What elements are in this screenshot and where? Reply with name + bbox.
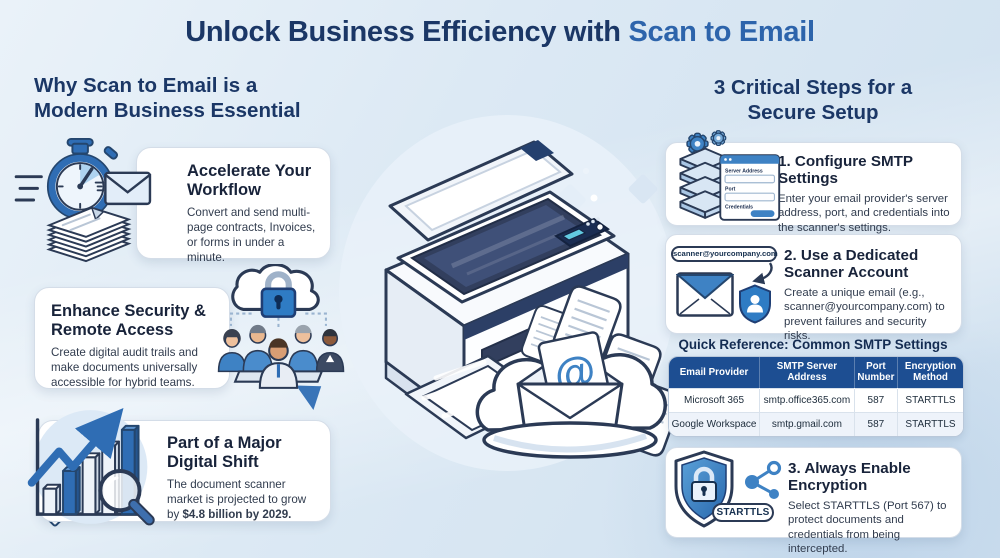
server-gear-icon: Server Address Port Credentials [679, 130, 781, 221]
card-title: Enhance Security & Remote Access [51, 302, 206, 339]
scanner-lid [388, 140, 574, 242]
step-title: 3. Always Enable Encryption [788, 460, 911, 495]
table-cell: Microsoft 365 [669, 387, 761, 413]
table-cell: STARTTLS [897, 411, 963, 436]
table-cell: STARTTLS [897, 387, 963, 413]
step-body: Select STARTTLS (Port 567) to protect do… [788, 499, 947, 556]
table-header-cell: Port Number [854, 357, 899, 389]
port-label: Port [725, 186, 736, 192]
card-body: The document scanner market is projected… [167, 477, 318, 522]
smtp-form-illustration: Server Address Port Credentials [719, 154, 781, 221]
step-body: Create a unique email (e.g., scanner@you… [784, 286, 945, 343]
user-shield-icon [739, 284, 771, 324]
step-card-account: 2. Use a Dedicated Scanner Account Creat… [665, 234, 962, 342]
right-column-heading: 3 Critical Steps for a Secure Setup [713, 76, 913, 125]
form-submit-button [750, 210, 775, 217]
page-title-prefix: Unlock Business Efficiency with [185, 16, 621, 48]
printer-control-panel [553, 217, 611, 248]
share-nodes-icon [745, 460, 782, 499]
page-title: Unlock Business Efficiency with Scan to … [0, 16, 1000, 49]
benefit-card-security: Enhance Security & Remote Access Create … [34, 287, 230, 389]
table-row: Microsoft 365 smtp.office365.com 587 STA… [669, 387, 963, 413]
growth-chart-icon [27, 408, 155, 526]
paper-stack-icon [46, 206, 132, 263]
card-body-normal: The document scanner market is projected… [167, 477, 307, 521]
table-header-cell: Email Provider [669, 357, 761, 389]
benefit-card-workflow: Accelerate Your Workflow Convert and sen… [136, 147, 331, 264]
step-card-encryption: 3. Always Enable Encryption Select START… [665, 447, 962, 555]
stopwatch-documents-icon [14, 137, 152, 263]
shield-lock-icon [674, 450, 782, 528]
envelope-icon [94, 171, 152, 206]
table-cell: 587 [854, 411, 899, 436]
table-header-cell: Encryption Method [897, 357, 963, 389]
table-cell: 587 [854, 387, 899, 413]
step-title: 2. Use a Dedicated Scanner Account [784, 247, 919, 282]
cloud-lock-team-icon [217, 264, 345, 389]
scanner-email-pill: scanner@yourcompany.com [671, 246, 778, 262]
left-column-heading: Why Scan to Email is a Modern Business E… [34, 74, 301, 123]
table-cell: smtp.gmail.com [759, 411, 855, 436]
step-body: Enter your email provider's server addre… [778, 192, 950, 234]
gear-icon [686, 132, 709, 155]
table-header-row: Email Provider SMTP Server Address Port … [669, 357, 963, 389]
smtp-table-title: Quick Reference: Common SMTP Settings [678, 337, 948, 352]
team-illustration [217, 324, 345, 389]
padlock-icon [260, 271, 297, 318]
starttls-badge: STARTTLS [712, 503, 774, 522]
server-address-label: Server Address [725, 168, 763, 174]
card-title: Accelerate Your Workflow [187, 162, 312, 199]
printer-scan-to-cloud-illustration: @ [339, 115, 682, 471]
curved-arrow-icon [752, 262, 773, 285]
table-cell: Google Workspace [669, 411, 761, 436]
smtp-table: Email Provider SMTP Server Address Port … [668, 356, 964, 437]
page-title-highlight: Scan to Email [628, 16, 815, 48]
server-stack-icon [679, 147, 731, 219]
table-header-cell: SMTP Server Address [759, 357, 855, 389]
card-title: Part of a Major Digital Shift [167, 434, 282, 471]
card-body: Convert and send multi-page contracts, I… [187, 205, 316, 264]
step-title: 1. Configure SMTP Settings [778, 153, 913, 188]
card-body: Create digital audit trails and make doc… [51, 345, 198, 389]
table-cell: smtp.office365.com [759, 387, 855, 413]
email-cloud-illustration: @ [475, 331, 667, 459]
gear-icon [710, 130, 727, 147]
table-row: Google Workspace smtp.gmail.com 587 STAR… [669, 411, 963, 436]
card-body-bold: $4.8 billion by 2029. [182, 507, 292, 521]
credentials-label: Credentials [725, 204, 753, 210]
envelope-icon [676, 272, 734, 317]
magnifier-icon [98, 469, 155, 526]
